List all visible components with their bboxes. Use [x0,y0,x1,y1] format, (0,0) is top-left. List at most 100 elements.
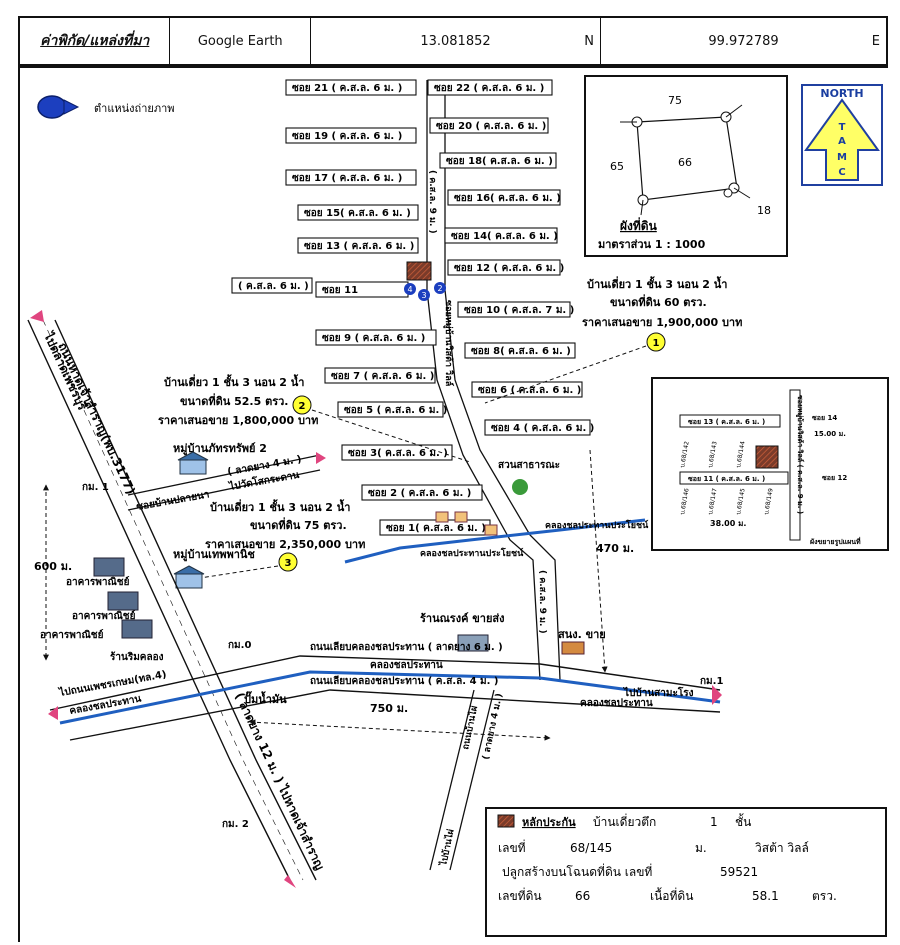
house-no-label: เลขที่ [498,839,526,855]
comparable-2-number: 2 [299,401,306,412]
comparable-3-leader [199,565,279,579]
main-soi-name: ซอยหมู่บ้านวิสต้า วิลล์ [443,300,455,386]
photo-marker-icon [434,282,446,294]
photo-marker-icon [404,283,416,295]
soi-lane-box [471,381,583,398]
distance-750-line [249,719,551,741]
phattharasap-label: หมู่บ้านภัทรทรัพย์ 2 [173,442,267,456]
inset-p143: บ.68/143 [707,441,719,469]
direction-arrow-icon [316,452,326,464]
soi-label-s2: ซอย 2 ( ค.ส.ล. 6 ม. ) [368,488,471,499]
direction-arrow-icon [30,310,44,322]
photo-point-icon [37,95,67,119]
inset-p142: บ.68/142 [679,441,691,469]
coordinate-header: ค่าพิกัด/แหล่งที่มา Google Earth 13.0818… [18,16,888,66]
inset-p144: บ.68/144 [735,441,747,469]
photo-arrow-icon [63,99,80,115]
lon-value: 99.972789 [708,33,779,49]
inset-soi14: ซอย 14 [812,414,837,422]
soi-lane-box [361,484,483,501]
north-letter: C [838,167,845,178]
direction-arrow-icon [284,875,296,888]
main-soi-road: ซอยหมู่บ้านวิสต้า วิลล์ ( ค.ส.ล. 9 ม. ) … [426,80,561,681]
soi-label-s15: ซอย 15( ค.ส.ล. 6 ม. ) [304,208,411,219]
header-label: ค่าพิกัด/แหล่งที่มา [40,33,150,49]
distance-750: 750 ม. [370,702,408,715]
soi-label-s16: ซอย 16( ค.ส.ล. 6 ม. ) [454,193,561,204]
comparable-3-number: 3 [285,558,292,569]
soi-lanes: ซอย 21 ( ค.ส.ล. 6 ม. )ซอย 22 ( ค.ส.ล. 6 … [231,79,594,536]
comparable-1-line2: ขนาดที่ดิน 60 ตรว. [610,294,707,309]
commercial-3: อาคารพาณิชย์ [40,629,104,641]
soi-lane-box [297,204,419,221]
wholesale-shop: ร้านณรงค์ ขายส่ง [420,612,505,652]
deed-number: 59521 [720,865,758,879]
soi-lane-box [337,401,444,418]
soi-lane-box [464,342,576,359]
parcel-label: เลขที่ดิน [498,887,542,903]
inset-road [679,471,789,485]
commercial-1: อาคารพาณิชย์ [66,576,130,588]
comparable-1-line1: บ้านเดี่ยว 1 ชั้น 3 นอน 2 น้ำ [587,276,727,291]
gas-station-label: ปั๊มน้ำมัน [244,691,287,706]
house-roof-icon [173,565,205,575]
building-icon [121,619,153,639]
plot-scale: มาตราส่วน 1 : 1000 [598,238,706,251]
thepphanit-label: หมู่บ้านเทพพานิช [173,548,255,562]
inset-p149: บ.68/149 [763,488,775,516]
north-arrow-shape [804,98,880,181]
north-label: NORTH [820,87,863,100]
inset-road [679,414,781,428]
soi-lane-box [447,259,561,276]
soi-lane-box [439,152,557,169]
comparable-1-number: 1 [653,338,660,349]
north-letter: A [838,136,846,147]
main-soi-width: ( ค.ส.ล. 9 ม. ) [427,170,437,234]
photo-marker-icon [418,289,430,301]
soi-lane-box [285,169,417,186]
soi-lane-box [341,444,453,461]
inset-soi13: ซอย 13 ( ค.ส.ล. 6 ม. ) [688,418,765,426]
commercial-buildings: อาคารพาณิชย์ อาคารพาณิชย์ อาคารพาณิชย์ ร… [40,557,164,663]
sales-office: สนง. ขาย [558,628,606,655]
collateral-swatch [497,814,515,828]
photo-markers: 4 3 2 [404,282,446,301]
distance-600: 600 ม. [34,560,72,573]
canal-mid-label: คลองชลประทานประโยชน์ [420,547,524,559]
soi-lane-box [447,189,561,206]
plot-diagram: 75 65 66 18 ผังที่ดิน มาตราส่วน 1 : 1000 [584,75,788,257]
soi-label-s4: ซอย 4 ( ค.ส.ล. 6 ม. ) [491,423,594,434]
collateral-floor-unit: ชั้น [735,813,751,829]
lat-value: 13.081852 [420,33,491,49]
distance-470-line [589,449,608,673]
soi-label-s22: ซอย 22 ( ค.ส.ล. 6 ม. ) [434,83,544,94]
area-label: เนื้อที่ดิน [650,887,693,903]
comparable-3-line2: ขนาดที่ดิน 75 ตรว. [250,517,347,532]
km1-left: กม. 1 [82,482,109,493]
soi-lane-box [297,237,419,254]
svg-text:2: 2 [437,284,442,293]
soi-lane-box [444,227,558,244]
inset-soi11: ซอย 11 ( ค.ส.ล. 6 ม. ) [688,475,765,483]
lat-cell: 13.081852 N [311,18,601,64]
km1-right: กม.1 [700,676,723,687]
comparable-2-line3: ราคาเสนอขาย 1,800,000 บาท [158,414,318,427]
svg-text:4: 4 [407,285,412,294]
comparable-3-line1: บ้านเดี่ยว 1 ชั้น 3 นอน 2 น้ำ [210,499,350,514]
to-phetkasem-label: ไปถนนเพชรเกษม(ทล.4) [57,667,167,699]
soi-label-s18: ซอย 18( ค.ส.ล. 6 ม. ) [446,156,553,167]
info-box [485,807,887,937]
comparable-1-marker [646,332,666,352]
inset-p145: บ.68/145 [735,488,747,516]
comparable-2-line1: บ้านเดี่ยว 1 ชั้น 3 นอน 2 น้ำ [164,374,304,389]
lon-dir: E [871,33,881,49]
source-text: Google Earth [197,33,283,49]
public-park: สวนสาธารณะ [498,460,560,495]
inset-p147: บ.68/147 [707,488,719,516]
area-value: 58.1 [752,889,779,903]
inset-caption: ผังขยายรูปแผนที่ [810,536,861,547]
soi-lane-box [231,277,313,294]
soi-label-s11_kssl: ( ค.ส.ล. 6 ม. ) [238,281,309,292]
soi-label-s13: ซอย 13 ( ค.ส.ล. 6 ม. ) [304,241,414,252]
